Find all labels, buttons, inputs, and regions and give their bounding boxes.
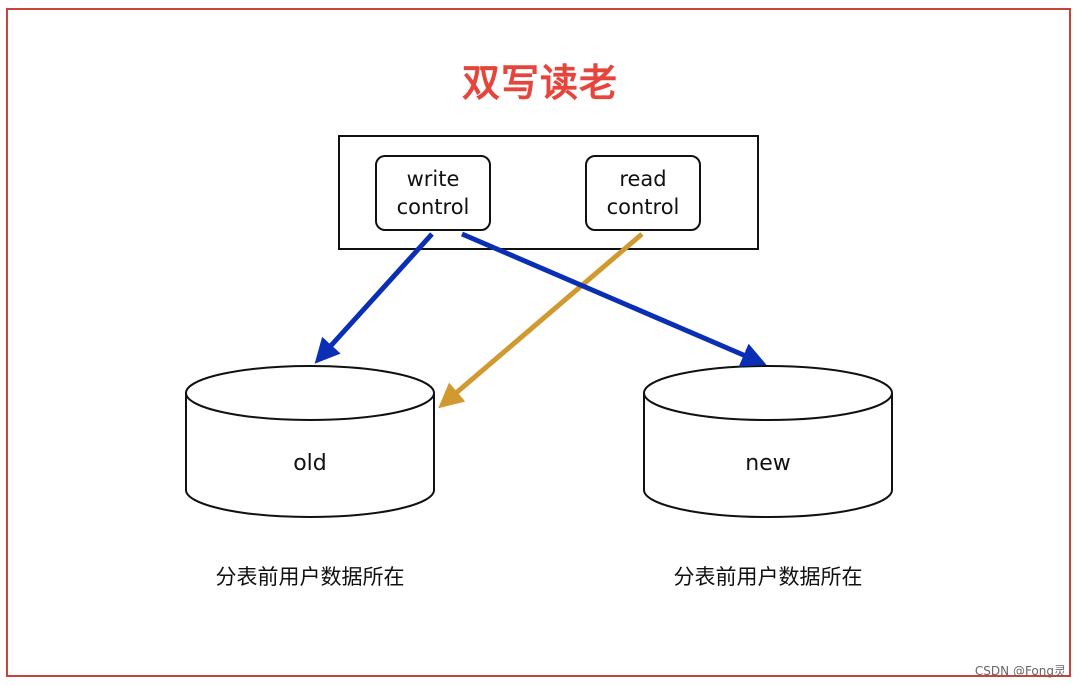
write-control-box: write control [375,155,491,231]
new-database-cylinder [643,365,893,518]
read-control-line1: read [619,167,667,191]
old-database-cylinder [185,365,435,518]
write-to-new-arrow [461,231,767,367]
read-control-box: read control [585,155,701,231]
read-to-old-arrow [438,232,644,409]
new-database-label: new [745,451,791,476]
write-control-line2: control [396,195,470,219]
diagram-title: 双写读老 [461,61,618,105]
new-database-caption: 分表前用户数据所在 [673,565,863,589]
old-database-label: old [293,451,327,476]
read-control-line2: control [606,195,680,219]
old-database-caption: 分表前用户数据所在 [215,565,405,589]
write-control-line1: write [406,167,460,191]
write-to-old-arrow [314,232,434,364]
watermark: CSDN @Fong灵 [974,664,1066,678]
outer-frame [6,8,1071,677]
